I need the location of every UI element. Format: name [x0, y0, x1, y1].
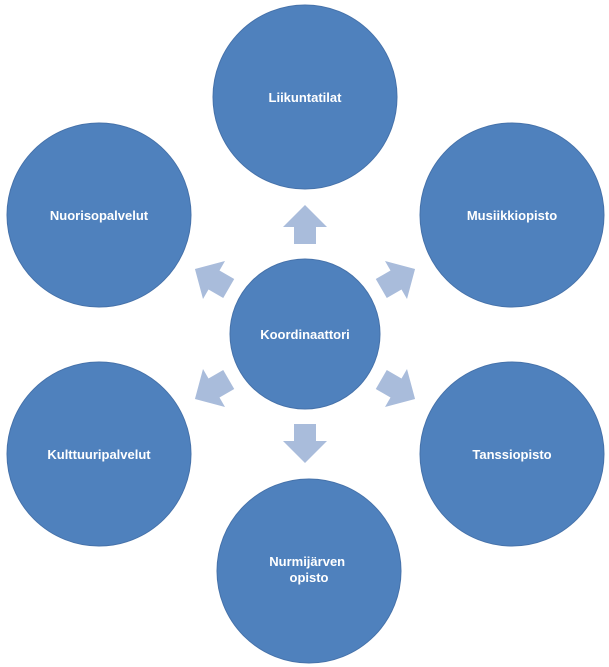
center-node: Koordinaattori — [229, 258, 381, 410]
node-liikuntatilat: Liikuntatilat — [212, 4, 398, 190]
node-label-liikuntatilat: Liikuntatilat — [269, 90, 343, 105]
label-line: Liikuntatilat — [269, 90, 343, 105]
center-label: Koordinaattori — [260, 327, 350, 342]
arrow-to-tanssiopisto — [375, 368, 416, 408]
label-line: Kulttuuripalvelut — [47, 447, 151, 462]
center-circle — [229, 258, 381, 410]
arrows — [194, 205, 416, 463]
arrow-to-nurmijarven-opisto — [283, 424, 327, 463]
arrow-to-nuorisopalvelut — [194, 260, 235, 300]
label-line: Tanssiopisto — [472, 447, 551, 462]
label-line: Nurmijärven — [269, 554, 345, 569]
node-label-nuorisopalvelut: Nuorisopalvelut — [50, 208, 149, 223]
node-circle — [419, 361, 605, 547]
node-circle — [212, 4, 398, 190]
node-circle — [216, 478, 402, 664]
node-label-kulttuuripalvelut: Kulttuuripalvelut — [47, 447, 151, 462]
node-kulttuuripalvelut: Kulttuuripalvelut — [6, 361, 192, 547]
node-label-musiikkiopisto: Musiikkiopisto — [467, 208, 557, 223]
node-nuorisopalvelut: Nuorisopalvelut — [6, 122, 192, 308]
arrow-to-liikuntatilat — [283, 205, 327, 244]
label-line: opisto — [290, 570, 329, 585]
arrow-to-musiikkiopisto — [375, 260, 416, 300]
arrow-to-kulttuuripalvelut — [194, 368, 235, 408]
node-tanssiopisto: Tanssiopisto — [419, 361, 605, 547]
node-circle — [419, 122, 605, 308]
node-label-tanssiopisto: Tanssiopisto — [472, 447, 551, 462]
node-circle — [6, 361, 192, 547]
node-circle — [6, 122, 192, 308]
node-label-nurmijarven-opisto: Nurmijärven opisto — [269, 554, 349, 585]
node-musiikkiopisto: Musiikkiopisto — [419, 122, 605, 308]
label-line: Musiikkiopisto — [467, 208, 557, 223]
label-line: Nuorisopalvelut — [50, 208, 149, 223]
node-nurmijarven-opisto: Nurmijärven opisto — [216, 478, 402, 664]
